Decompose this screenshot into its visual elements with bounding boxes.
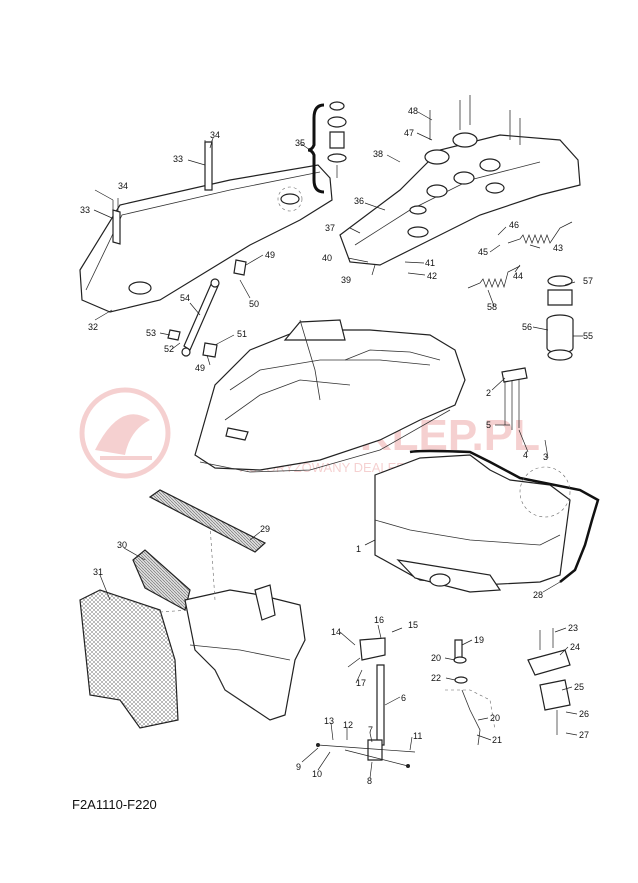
- boat-hull: [194, 319, 466, 473]
- callout-58: 58: [487, 302, 497, 312]
- callout-49b: 49: [195, 363, 205, 373]
- part-35-drain-plug: [307, 101, 347, 194]
- callout-40: 40: [322, 253, 332, 263]
- callout-15: 15: [408, 620, 418, 630]
- part-55-canister: [546, 275, 574, 361]
- callout-6: 6: [401, 693, 406, 703]
- callout-20b: 20: [490, 713, 500, 723]
- callout-42: 42: [427, 271, 437, 281]
- callout-10: 10: [312, 769, 322, 779]
- callout-5: 5: [486, 420, 491, 430]
- callout-16: 16: [374, 615, 384, 625]
- callout-56: 56: [522, 322, 532, 332]
- callout-36: 36: [354, 196, 364, 206]
- leader-lines: [93, 111, 583, 779]
- callout-23: 23: [568, 623, 578, 633]
- part-29-mat-strip: [148, 489, 267, 553]
- callout-24: 24: [570, 642, 580, 652]
- part-1-liner: [374, 367, 600, 593]
- part-31-mesh-panel: [79, 589, 179, 729]
- callout-31: 31: [93, 567, 103, 577]
- callout-12: 12: [343, 720, 353, 730]
- callout-33b: 33: [80, 205, 90, 215]
- callout-43: 43: [553, 243, 563, 253]
- callout-51: 51: [237, 329, 247, 339]
- callout-26: 26: [579, 709, 589, 719]
- callout-34a: 34: [210, 130, 220, 140]
- callout-32: 32: [88, 322, 98, 332]
- part-36-dash-console: [339, 95, 581, 276]
- callout-21: 21: [492, 735, 502, 745]
- callout-50: 50: [249, 299, 259, 309]
- callout-46: 46: [509, 220, 519, 230]
- part-30-mat: [132, 549, 191, 611]
- callout-38: 38: [373, 149, 383, 159]
- callout-33a: 33: [173, 154, 183, 164]
- storage-liner: [159, 524, 306, 721]
- callout-labels: 1 2 3 4 5 6 7 8 9 10 11 12 13 14 15 16 1…: [80, 106, 593, 786]
- callout-39: 39: [341, 275, 351, 285]
- part-32-cover-panel: [79, 140, 333, 313]
- callout-14: 14: [331, 627, 341, 637]
- callout-25: 25: [574, 682, 584, 692]
- callout-30: 30: [117, 540, 127, 550]
- callout-20a: 20: [431, 653, 441, 663]
- callout-49a: 49: [265, 250, 275, 260]
- callout-52: 52: [164, 344, 174, 354]
- callout-27: 27: [579, 730, 589, 740]
- bracket-assembly: [445, 628, 571, 746]
- callout-1: 1: [356, 544, 361, 554]
- callout-4: 4: [523, 450, 528, 460]
- part-6-support-rod: [316, 637, 416, 768]
- callout-37: 37: [325, 223, 335, 233]
- callout-41: 41: [425, 258, 435, 268]
- callout-22: 22: [431, 673, 441, 683]
- part-58-spring: [467, 265, 521, 289]
- part-54-gas-strut: [167, 259, 247, 358]
- callout-2: 2: [486, 388, 491, 398]
- callout-45: 45: [478, 247, 488, 257]
- callout-28: 28: [533, 590, 543, 600]
- callout-47: 47: [404, 128, 414, 138]
- callout-29: 29: [260, 524, 270, 534]
- callout-11: 11: [413, 731, 422, 741]
- callout-9: 9: [296, 762, 301, 772]
- callout-53: 53: [146, 328, 156, 338]
- callout-17: 17: [356, 678, 366, 688]
- callout-57: 57: [583, 276, 593, 286]
- part-43-spring: [507, 221, 573, 244]
- callout-54: 54: [180, 293, 190, 303]
- callout-8: 8: [367, 776, 372, 786]
- callout-13: 13: [324, 716, 334, 726]
- callout-48: 48: [408, 106, 418, 116]
- callout-34b: 34: [118, 181, 128, 191]
- callout-55: 55: [583, 331, 593, 341]
- callout-44: 44: [513, 271, 523, 281]
- callout-3: 3: [543, 452, 548, 462]
- diagram-code: F2A1110-F220: [72, 797, 157, 812]
- callout-19: 19: [474, 635, 484, 645]
- callout-35: 35: [295, 138, 305, 148]
- callout-7: 7: [368, 725, 373, 735]
